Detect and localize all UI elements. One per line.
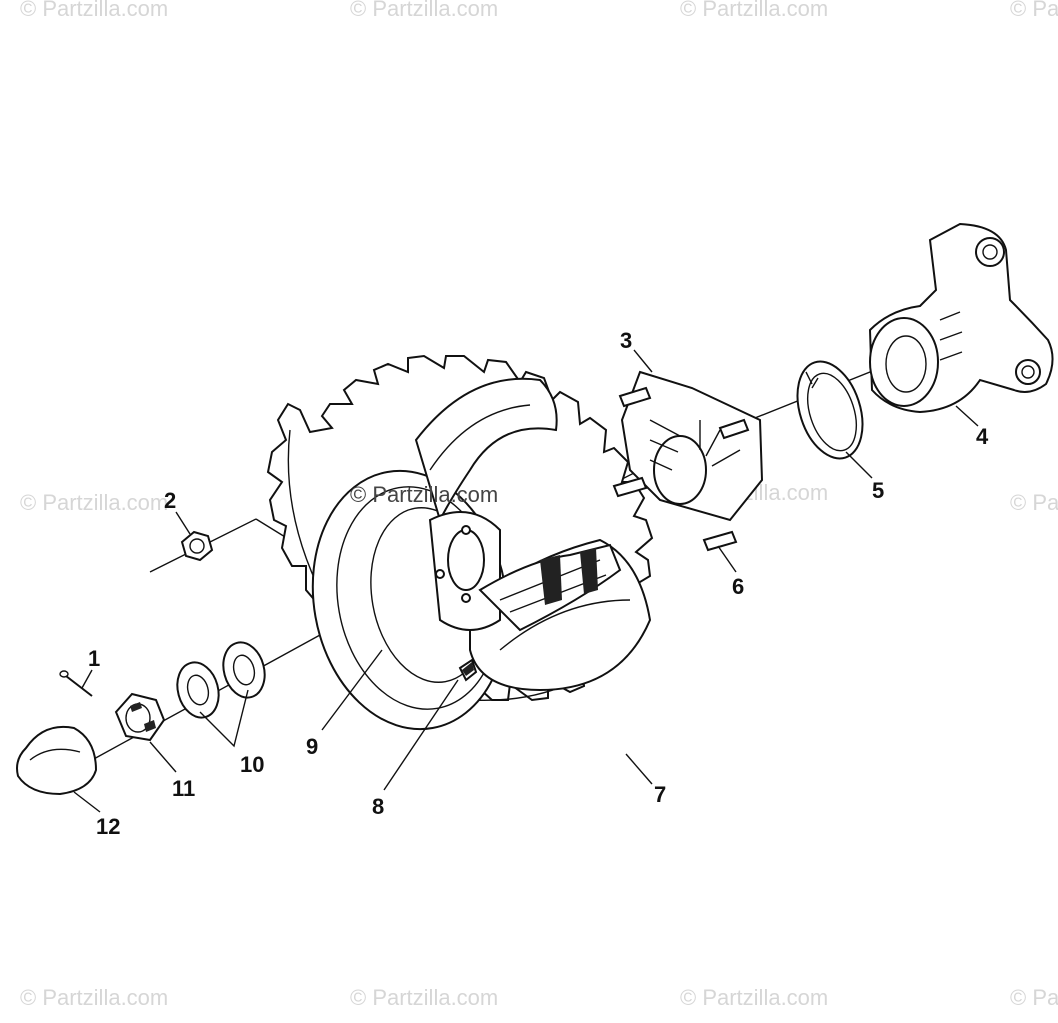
watermark-top-center: © Partzilla.com [350,0,498,21]
valve-stem-part-8 [458,658,478,682]
watermark-bottom-right: © Partzilla.com [680,985,828,1010]
watermark-bottom-left: © Partzilla.com [20,985,168,1010]
bearing-carrier-part-4 [868,222,1054,414]
watermark-bottom-center: © Partzilla.com [350,985,498,1010]
watermark-top-right: © Partzilla.com [680,0,828,21]
callout-9: 9 [306,734,318,759]
nut-part-2 [180,530,214,562]
callout-7: 7 [654,782,666,807]
snap-ring-part-5 [796,360,864,460]
watermark-bottom-edge: © Partzilla.com [1010,985,1058,1010]
leader-lines [73,349,979,813]
callout-8: 8 [372,794,384,819]
watermark-top-edge: © Partzilla.com [1010,0,1058,21]
hub-cap-part-12 [16,726,98,796]
rim-part-9 [311,377,652,731]
callout-1: 1 [88,646,100,671]
callout-6: 6 [732,574,744,599]
watermark-mid-edge: © Partzilla.com [1010,490,1058,515]
callout-5: 5 [872,478,884,503]
callout-3: 3 [620,328,632,353]
callout-4: 4 [976,424,989,449]
watermark-center: © Partzilla.com [350,482,498,507]
watermark-mid-left: © Partzilla.com [20,490,168,515]
callout-10: 10 [240,752,264,777]
callout-11: 11 [172,776,195,801]
washer-part-10 [176,641,266,719]
cotter-pin-part-1 [59,670,93,697]
castle-nut-part-11 [114,692,166,742]
stud-part-6 [612,386,750,552]
callout-2: 2 [164,488,176,513]
callout-12: 12 [96,814,120,839]
hub-part-3 [612,370,764,552]
watermark-top-left: © Partzilla.com [20,0,168,21]
callout-layer: 1 2 3 4 5 6 7 8 9 10 11 12 [88,328,989,839]
